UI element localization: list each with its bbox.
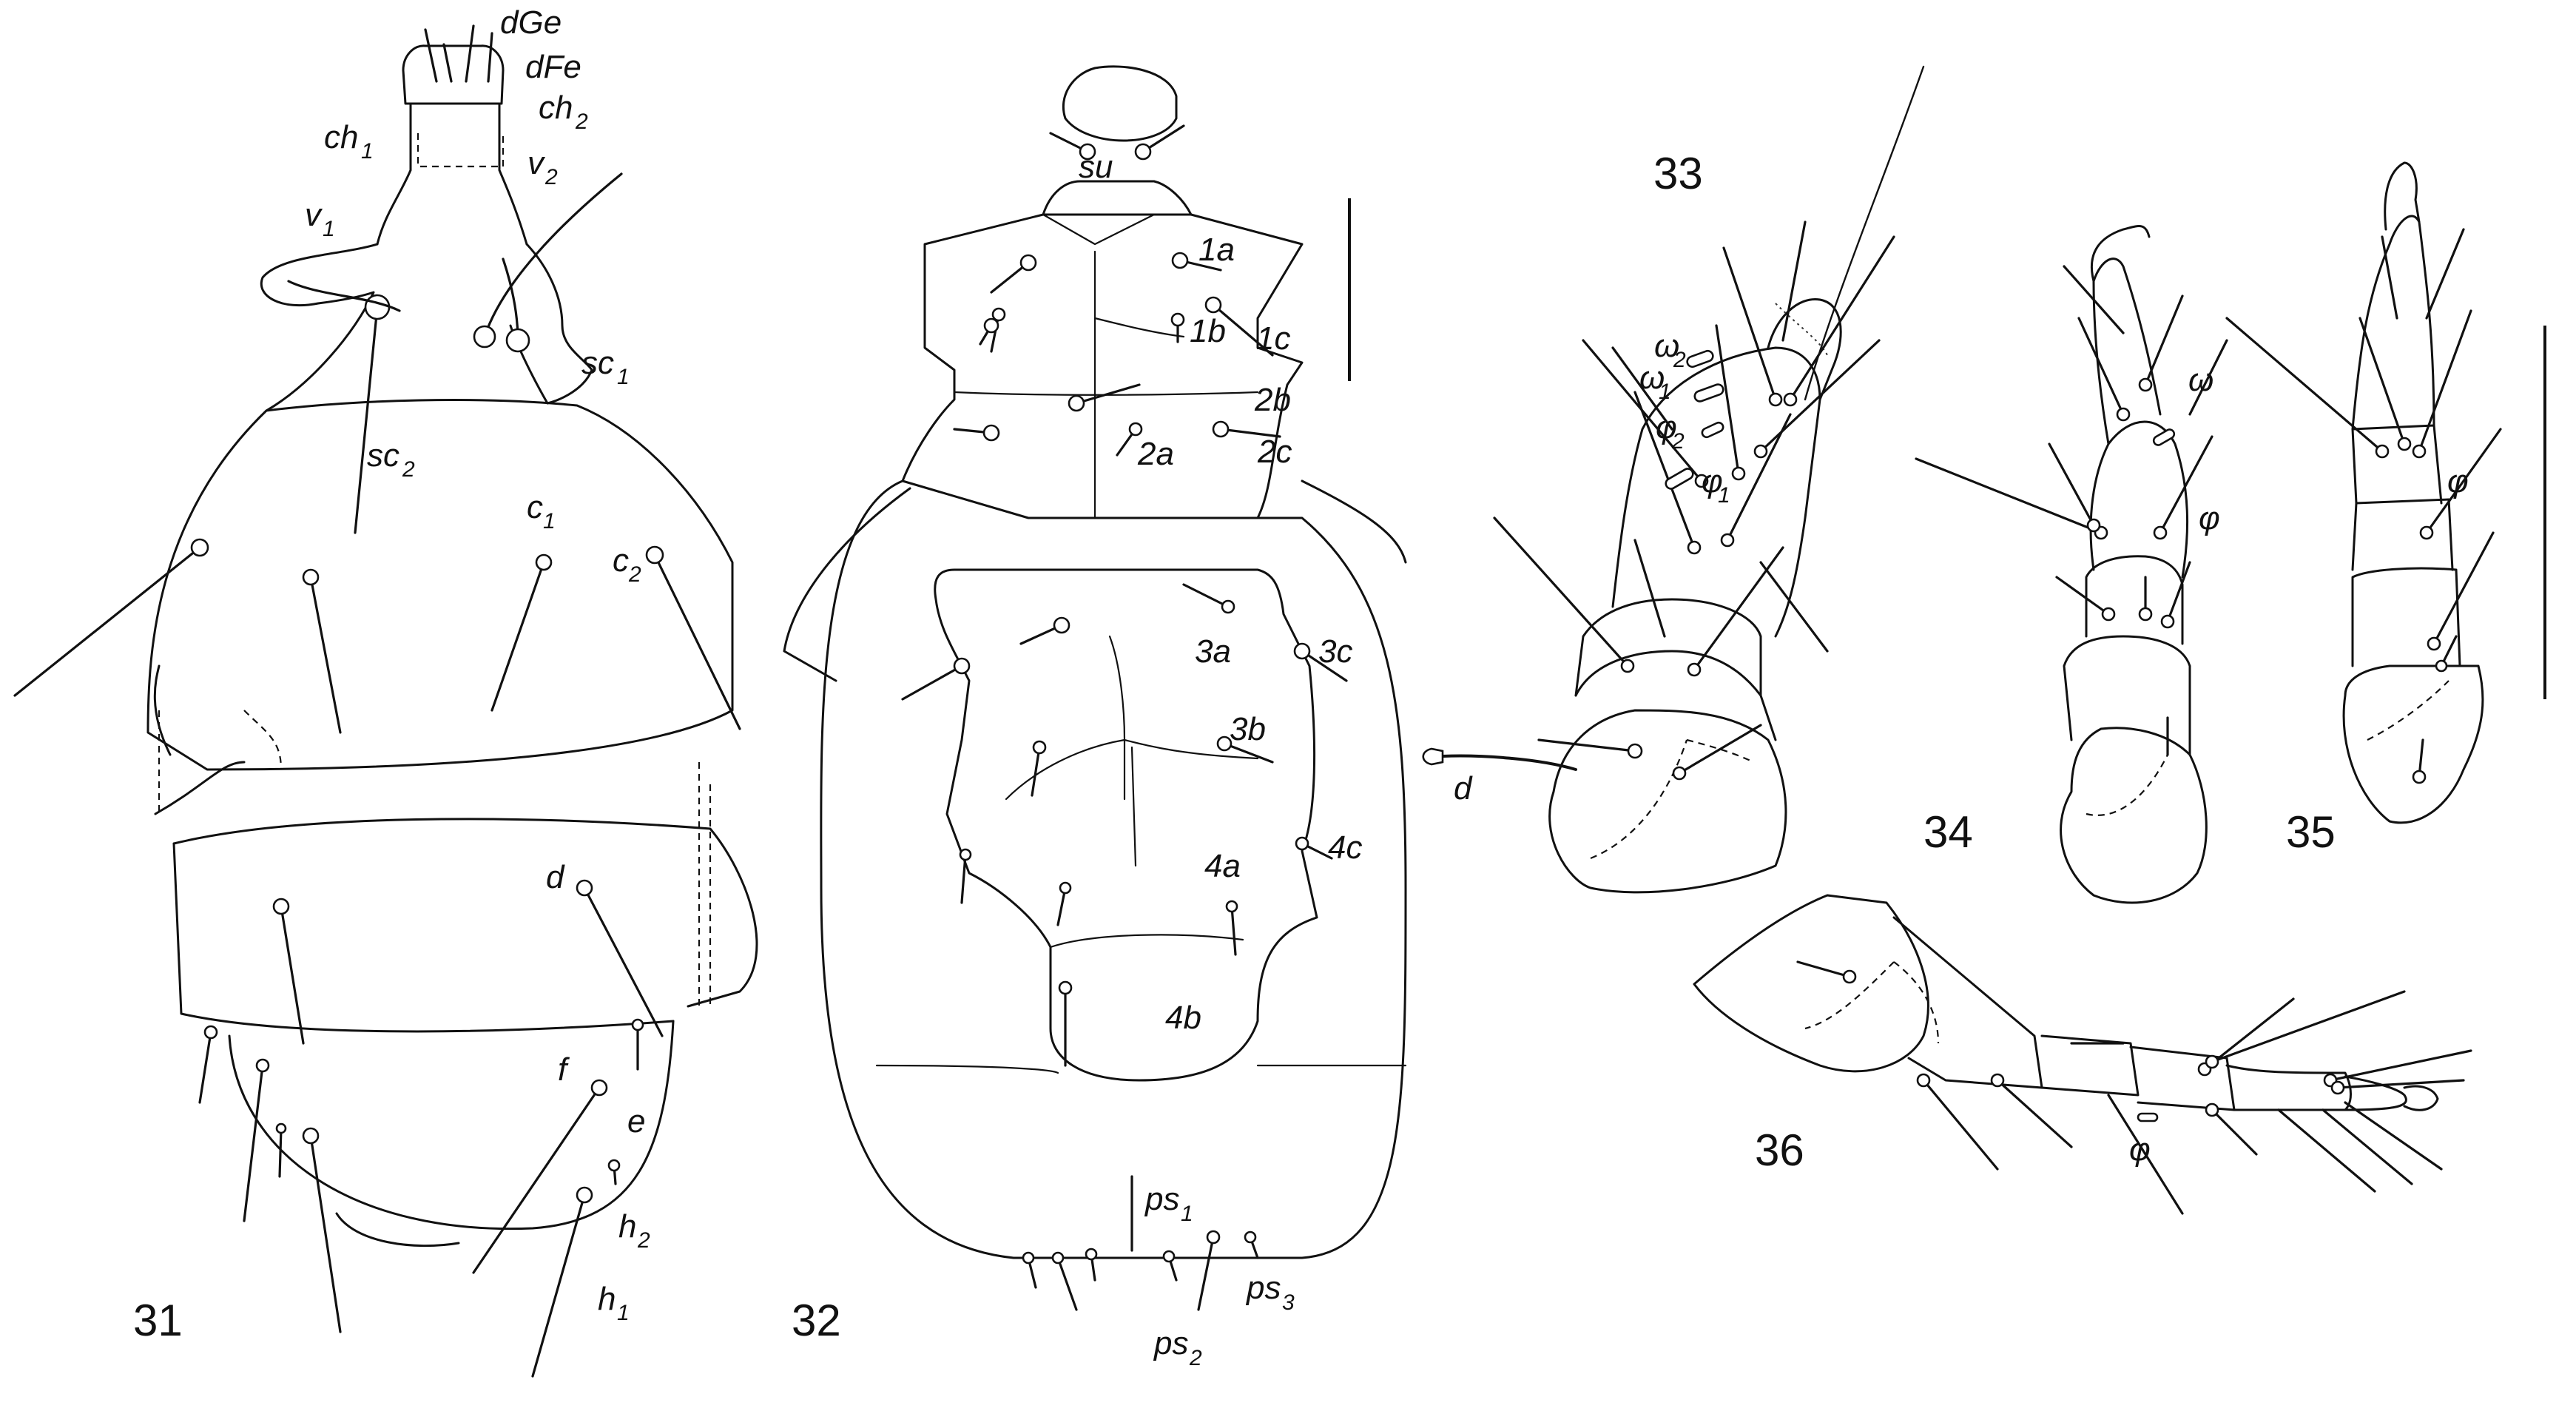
fig31-label-c1: c [527, 489, 543, 525]
figure-number-31: 31 [133, 1296, 183, 1345]
fig32-label-ps1: ps [1144, 1181, 1179, 1217]
fig34-setae [1915, 265, 2228, 756]
fig31-label-v2-sub: 2 [544, 165, 558, 189]
fig31-label-v1-sub: 1 [323, 217, 335, 241]
fig32-label-2c: 2c [1257, 434, 1292, 470]
fig34-label-phi: φ [2199, 500, 2220, 536]
fig31-setae [13, 24, 741, 1378]
fig33-label-phi2: φ [1656, 409, 1677, 445]
figure-number-36: 36 [1755, 1125, 1804, 1175]
fig34-label-omega: ω [2188, 362, 2213, 398]
fig33-setae [1422, 65, 1925, 781]
fig31-label-ch1-sub: 1 [361, 139, 374, 164]
fig32-label-su: su [1079, 149, 1113, 185]
figure-number-32: 32 [792, 1296, 841, 1345]
fig31-label-e: e [627, 1103, 645, 1139]
fig33-label-phi1-sub: 1 [1718, 483, 1730, 508]
fig32-label-3a: 3a [1195, 633, 1231, 670]
fig31-label-h2: h [618, 1208, 636, 1245]
fig31-label-dGe: dGe [500, 4, 562, 41]
fig32-label-4a: 4a [1204, 848, 1241, 884]
fig32-label-3b: 3b [1230, 711, 1266, 747]
figure-34-leg: ω φ 34 [1915, 225, 2228, 904]
fig31-label-c1-sub: 1 [543, 509, 556, 533]
fig31-label-v1: v [305, 197, 323, 233]
fig36-label-phi: φ [2129, 1131, 2151, 1168]
fig31-label-h2-sub: 2 [637, 1228, 650, 1253]
figure-number-34: 34 [1923, 807, 1973, 857]
fig31-label-sc1: sc [581, 345, 614, 381]
fig33-label-omega2-sub: 2 [1673, 348, 1686, 372]
fig31-label-h1: h [598, 1281, 616, 1317]
fig32-label-1b: 1b [1190, 313, 1226, 349]
fig32-label-4c: 4c [1328, 829, 1362, 866]
fig31-label-dFe: dFe [525, 49, 581, 85]
fig32-label-1a: 1a [1198, 232, 1235, 268]
fig32-label-ps1-sub: 1 [1181, 1202, 1193, 1226]
figure-31-dorsal-view: dGe dFe ch 1 ch 2 v 1 v 2 sc 1 sc 2 c 1 … [13, 4, 758, 1378]
fig31-label-ch1: ch [324, 119, 358, 155]
fig36-setae [1796, 960, 2472, 1215]
fig33-label-d: d [1454, 770, 1473, 807]
fig31-label-v2: v [527, 145, 546, 181]
figure-number-33: 33 [1653, 149, 1703, 198]
fig31-label-c2-sub: 2 [628, 562, 641, 587]
fig31-label-h1-sub: 1 [617, 1301, 630, 1325]
fig31-label-ch2: ch [539, 90, 573, 126]
fig32-setae [901, 124, 1348, 1311]
fig33-label-omega2: ω [1654, 328, 1679, 364]
fig32-label-1c: 1c [1256, 320, 1290, 357]
fig32-label-3c: 3c [1318, 633, 1352, 670]
fig32-label-2b: 2b [1254, 382, 1291, 418]
fig35-setae [2225, 228, 2502, 784]
fig33-label-omega1-sub: 1 [1659, 380, 1671, 404]
figure-33-leg-I: ω 2 ω 1 φ 2 φ 1 d 33 [1422, 65, 1925, 894]
fig32-label-ps3: ps [1245, 1270, 1281, 1306]
fig31-label-ch2-sub: 2 [575, 110, 588, 134]
fig32-label-4b: 4b [1165, 1000, 1201, 1036]
fig31-label-sc2: sc [367, 437, 399, 474]
fig31-label-sc1-sub: 1 [617, 365, 630, 389]
figure-32-ventral-view: su 1a 1b 1c 2a 2b 2c 3a 3b 3c 4a 4b 4c p… [783, 65, 1407, 1370]
figure-35-leg: φ 35 [2225, 161, 2502, 857]
fig33-label-phi1: φ [1702, 463, 1723, 499]
fig32-label-ps2-sub: 2 [1189, 1346, 1202, 1370]
figure-number-35: 35 [2286, 807, 2336, 857]
fig32-label-ps2: ps [1153, 1325, 1188, 1361]
fig31-label-d: d [546, 859, 565, 895]
figure-36-leg: φ 36 [1693, 894, 2472, 1215]
fig33-label-phi2-sub: 2 [1671, 429, 1685, 454]
fig31-label-sc2-sub: 2 [402, 457, 415, 482]
fig35-label-phi: φ [2447, 463, 2469, 499]
fig32-label-ps3-sub: 3 [1282, 1290, 1295, 1315]
fig31-label-c2: c [613, 542, 629, 579]
fig33-label-omega1: ω [1639, 360, 1665, 396]
fig32-label-2a: 2a [1137, 436, 1174, 472]
fig31-label-f: f [558, 1051, 570, 1088]
